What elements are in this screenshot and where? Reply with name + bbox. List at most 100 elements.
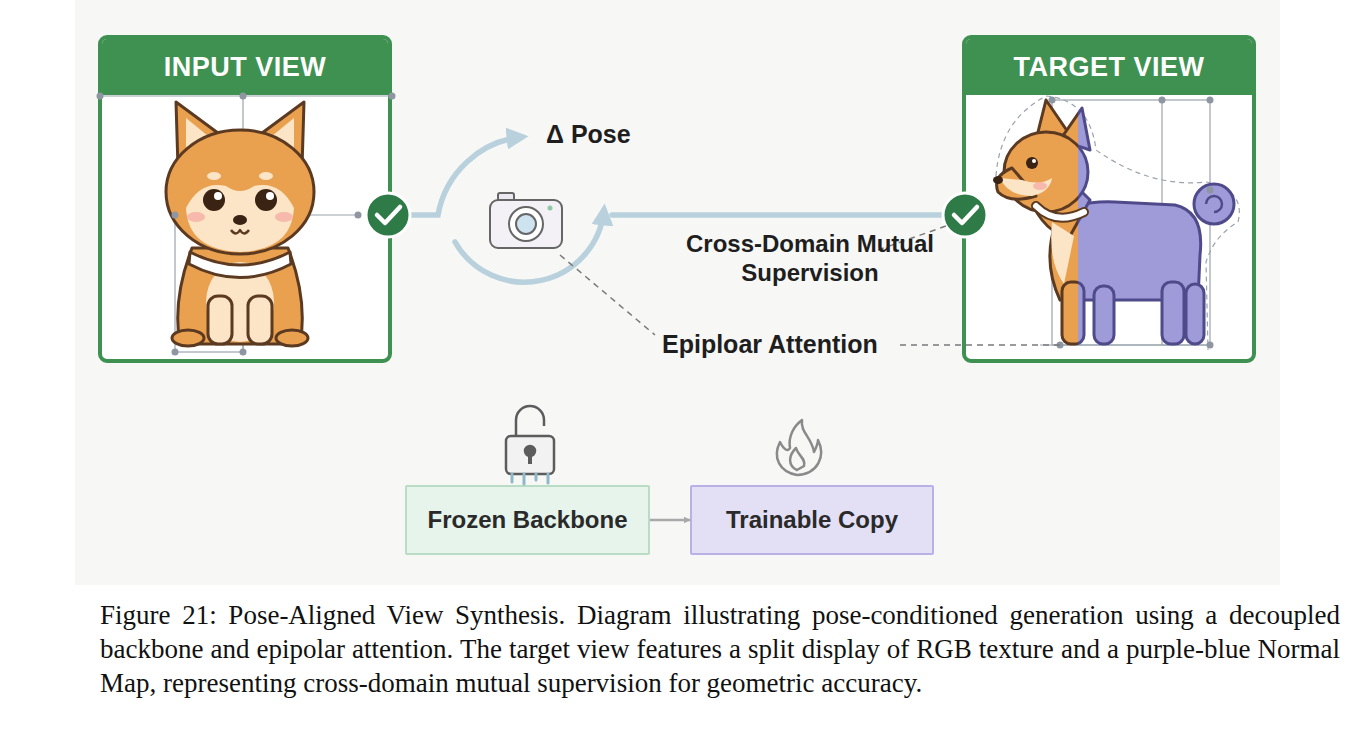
check-badge-part [377, 207, 400, 223]
rgb-texture [997, 100, 1078, 344]
dog-side-part [1206, 196, 1222, 212]
guide-dots-part [97, 93, 104, 100]
flame-icon-part [790, 448, 804, 470]
pose-arcs-part [612, 212, 942, 218]
dog-front-part [248, 296, 272, 344]
dog-side-part [1026, 157, 1038, 169]
box-label: Frozen Backbone [427, 506, 627, 534]
guide-lines [100, 96, 392, 352]
guide-dots-part [355, 212, 362, 219]
dog-front-part [186, 185, 294, 252]
view-header: TARGET VIEW [966, 39, 1252, 95]
lock-icon-part [525, 446, 535, 456]
lock-icon-part [516, 406, 544, 436]
guide-dots-part [240, 93, 247, 100]
guide-dots-part [1207, 187, 1214, 194]
dog-front-part [233, 215, 247, 225]
trainable-box: Trainable Copy [690, 485, 934, 555]
check-badge [943, 193, 987, 237]
leader-lines [560, 226, 1060, 345]
guide-dots-part [1207, 342, 1214, 349]
attention-label: Epiploar Attention [662, 329, 878, 360]
backbone-box: Frozen Backbone [405, 485, 650, 555]
camera-icon [490, 193, 562, 248]
dog-side-part [1000, 178, 1052, 196]
guide-dots-part [1057, 342, 1064, 349]
view-header: INPUT VIEW [102, 39, 388, 95]
check-badge-part [366, 193, 410, 237]
guide-dots-part [172, 349, 179, 356]
guide-lines [996, 96, 1239, 350]
dog-side [993, 100, 1234, 344]
flame-icon-part [777, 420, 821, 475]
dog-side-part [1051, 222, 1074, 284]
guide-dots-part [1049, 97, 1056, 104]
camera-icon-part [548, 206, 553, 211]
dog-front-part [255, 189, 277, 211]
guide-dots-part [1207, 97, 1214, 104]
pose-arcs-part [412, 137, 522, 215]
dog-side-part [1032, 159, 1036, 163]
dog-front-part [206, 262, 274, 342]
dog-front-part [214, 192, 222, 200]
lock-icon [506, 406, 554, 484]
flame-icon [777, 420, 821, 475]
lock-icon-part [528, 455, 532, 464]
dog-front-part [276, 330, 308, 346]
dog-front-part [187, 212, 205, 222]
camera-icon-part [509, 207, 543, 241]
dog-front-part [207, 172, 221, 180]
guide-dots [1049, 97, 1214, 349]
dog-front [166, 102, 314, 346]
leader-lines-part [900, 344, 1060, 346]
dog-side-part [1036, 206, 1084, 218]
dog-front-part [186, 118, 208, 150]
dog-front-part [231, 230, 249, 234]
guide-dots-part [389, 93, 396, 100]
normal-map-half [1078, 100, 1234, 344]
camera-icon-part [516, 214, 536, 234]
guide-dots-part [172, 212, 179, 219]
check-badge-part [943, 193, 987, 237]
dog-front-part [189, 252, 291, 278]
guide-lines-part [996, 96, 1239, 350]
dog-front-part [258, 102, 304, 168]
dog-front-part [272, 118, 294, 150]
dog-front-part [176, 102, 222, 168]
dog-front-part [203, 189, 225, 211]
view-panel: TARGET VIEW [962, 35, 1256, 363]
view-title: TARGET VIEW [1014, 52, 1205, 83]
figure-caption: Figure 21: Pose-Aligned View Synthesis. … [100, 598, 1340, 700]
check-badge [366, 193, 410, 237]
pose-arcs-part [455, 210, 604, 282]
dog-front-part [172, 330, 204, 346]
rgb-half [997, 100, 1078, 344]
dog-side-part [993, 176, 1003, 184]
lock-icon-part [512, 474, 548, 484]
lock-icon-part [506, 436, 554, 474]
dog-front-part [208, 296, 232, 344]
guide-dots-part [1159, 97, 1166, 104]
guide-dots [97, 93, 396, 356]
guide-lines-part [175, 214, 358, 215]
view-title: INPUT VIEW [164, 52, 327, 83]
dog-front-part [266, 192, 274, 200]
guide-lines-part [100, 95, 392, 96]
normal-map [1078, 100, 1234, 344]
pose-label: Δ Pose [546, 119, 631, 150]
camera-icon-part [490, 200, 562, 248]
guide-lines-part [175, 215, 243, 352]
leader-lines-part [560, 255, 655, 335]
dog-front-part [259, 172, 273, 180]
dog-front-part [178, 248, 303, 344]
guide-lines-part [1040, 344, 1210, 345]
dog-side-part [1033, 182, 1047, 190]
dog-front-part [166, 130, 314, 254]
dog-side-part [1036, 206, 1084, 218]
camera-icon-part [498, 193, 514, 202]
box-label: Trainable Copy [726, 506, 898, 534]
view-panel: INPUT VIEW [98, 35, 392, 363]
check-badge-part [954, 207, 977, 223]
